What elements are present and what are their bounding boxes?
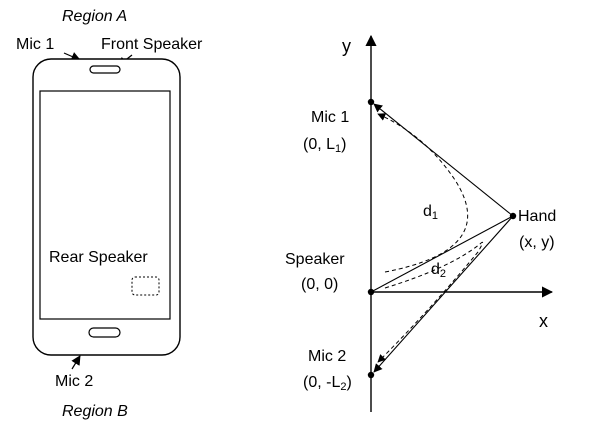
mic2-phone-label: Mic 2 [55,373,93,390]
d2-label: d2 [431,261,446,280]
mic1-point [367,98,375,106]
mic2-coord: (0, -L2) [303,374,352,393]
mic1-phone-label: Mic 1 [16,36,54,53]
hand-to-mic1-ray [373,103,514,217]
rear-speaker-label: Rear Speaker [49,249,148,266]
region-b-label: Region B [62,403,128,420]
mic1-label: Mic 1 [311,109,349,126]
region-a-label: Region A [62,8,127,25]
speaker-coord: (0, 0) [301,276,338,293]
hand-coord: (x, y) [519,234,555,251]
x-axis-label: x [539,311,548,331]
hand-label: Hand [518,208,556,225]
phone-screen [39,90,171,320]
mic1-coord: (0, L1) [303,136,346,155]
speaker-to-hand-ray [370,215,514,293]
mic2-label: Mic 2 [308,348,346,365]
d1-label: d1 [423,203,438,222]
hand-to-mic2-ray [373,215,514,373]
mic2-pointer-arrow [71,355,81,370]
home-button [88,327,121,338]
y-axis-label: y [342,36,351,56]
front-speaker-label: Front Speaker [101,36,203,53]
geometry-diagram: y x Mic 1 (0, L1) Hand (x, y) d1 d2 Spea… [285,34,556,412]
phone-illustration: Region A Mic 1 Front Speaker Rear Speake… [16,8,203,420]
d2-path-dashed [377,241,484,363]
mic2-point [367,371,375,379]
d1-path-dashed [377,113,469,273]
rear-speaker-region [131,276,160,296]
speaker-label: Speaker [285,251,345,268]
front-speaker-slot [89,65,121,74]
